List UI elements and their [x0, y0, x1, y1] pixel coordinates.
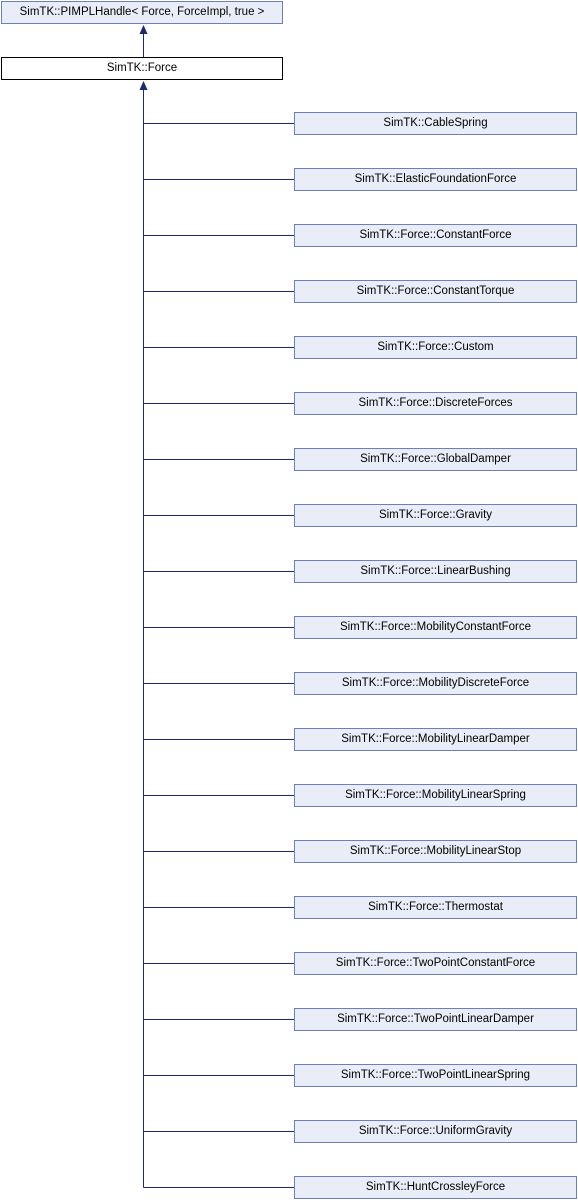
subclass-node[interactable]: SimTK::Force::Thermostat [294, 896, 577, 919]
subclass-node[interactable]: SimTK::HuntCrossleyForce [294, 1176, 577, 1199]
subclass-node[interactable]: SimTK::Force::MobilityDiscreteForce [294, 672, 577, 695]
subclass-node[interactable]: SimTK::Force::MobilityLinearStop [294, 840, 577, 863]
arrow-head-to-force [139, 81, 148, 90]
subclass-node[interactable]: SimTK::Force::TwoPointLinearDamper [294, 1008, 577, 1031]
subclass-node[interactable]: SimTK::Force::Custom [294, 336, 577, 359]
subclass-node[interactable]: SimTK::Force::ConstantTorque [294, 280, 577, 303]
subclass-node[interactable]: SimTK::Force::TwoPointLinearSpring [294, 1064, 577, 1087]
subclass-node[interactable]: SimTK::Force::UniformGravity [294, 1120, 577, 1143]
subclass-node[interactable]: SimTK::Force::MobilityConstantForce [294, 616, 577, 639]
subclass-node[interactable]: SimTK::Force::Gravity [294, 504, 577, 527]
arrow-head-to-base [139, 25, 148, 34]
current-class-node: SimTK::Force [1, 57, 283, 80]
subclass-node[interactable]: SimTK::Force::TwoPointConstantForce [294, 952, 577, 975]
subclass-node[interactable]: SimTK::Force::LinearBushing [294, 560, 577, 583]
subclass-node[interactable]: SimTK::Force::ConstantForce [294, 224, 577, 247]
base-class-node[interactable]: SimTK::PIMPLHandle< Force, ForceImpl, tr… [1, 1, 283, 24]
subclass-node[interactable]: SimTK::Force::MobilityLinearDamper [294, 728, 577, 751]
subclass-node[interactable]: SimTK::ElasticFoundationForce [294, 168, 577, 191]
subclass-node[interactable]: SimTK::CableSpring [294, 112, 577, 135]
subclass-node[interactable]: SimTK::Force::DiscreteForces [294, 392, 577, 415]
subclass-node[interactable]: SimTK::Force::MobilityLinearSpring [294, 784, 577, 807]
subclass-node[interactable]: SimTK::Force::GlobalDamper [294, 448, 577, 471]
